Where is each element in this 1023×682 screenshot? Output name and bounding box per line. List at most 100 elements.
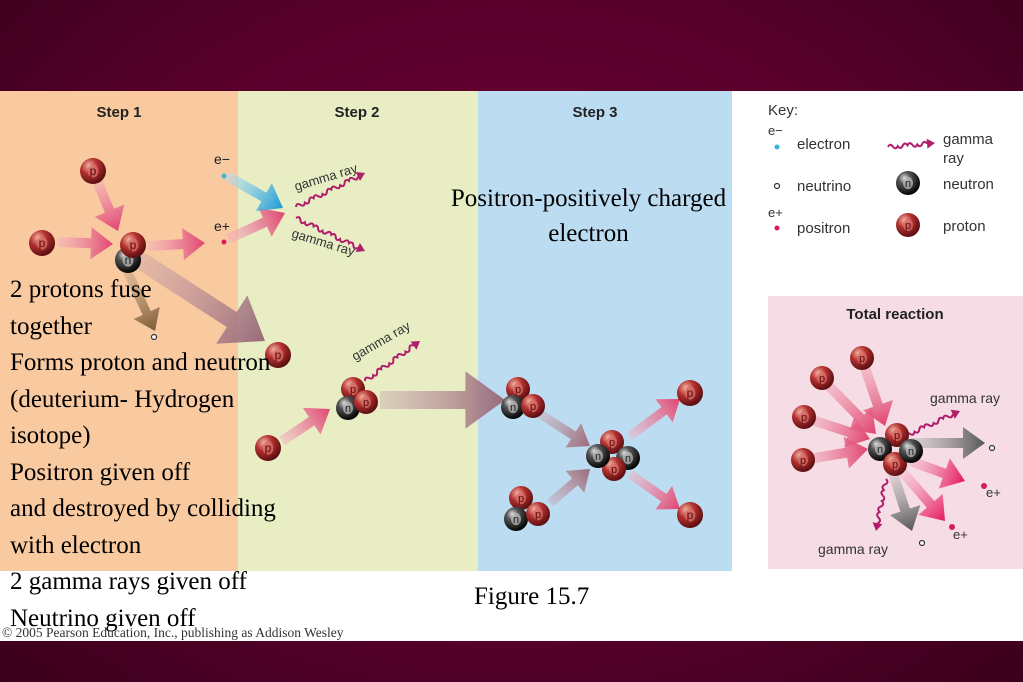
proton-particle: p <box>677 380 703 406</box>
caption-line: Positron given off <box>10 458 191 486</box>
flow-arrow <box>896 465 945 521</box>
neutrino-dot <box>918 539 926 547</box>
svg-text:p: p <box>894 430 900 442</box>
svg-text:p: p <box>819 373 825 385</box>
neutron-particle: n <box>586 444 610 468</box>
key-positron-symbol: e+ <box>768 205 783 220</box>
key-neutron-label: neutron <box>943 176 994 193</box>
proton-particle: p <box>509 486 533 510</box>
svg-text:p: p <box>687 508 694 522</box>
caption-line: 2 gamma rays given off <box>10 568 247 595</box>
svg-text:p: p <box>39 236 46 250</box>
svg-text:p: p <box>265 441 272 455</box>
key-neutrino-dot <box>773 182 781 190</box>
svg-text:n: n <box>345 403 351 415</box>
caption-text: 2 protons fuse together Forms proton and… <box>10 272 340 637</box>
proton-particle: p <box>354 390 378 414</box>
proton-particle: p <box>792 405 816 429</box>
key-electron-label: electron <box>797 136 850 153</box>
neutron-particle: n <box>896 171 920 195</box>
gamma-ray-squiggle <box>904 409 960 437</box>
proton-particle: p <box>896 213 920 237</box>
proton-particle: p <box>521 394 545 418</box>
caption-line: 2 protons fuse <box>10 276 152 303</box>
step3-header: Step 3 <box>572 104 617 121</box>
flow-arrow <box>627 470 681 510</box>
proton-particle: p <box>885 423 909 447</box>
neutron-particle: n <box>899 439 923 463</box>
proton-particle: p <box>850 346 874 370</box>
svg-text:n: n <box>510 402 516 414</box>
key-positron-dot <box>774 225 780 231</box>
positron-dot <box>981 483 987 489</box>
flow-arrow <box>224 171 284 211</box>
e-minus-label: e− <box>214 151 230 167</box>
proton-particle: p <box>602 457 626 481</box>
svg-text:p: p <box>130 238 137 252</box>
flow-arrow <box>627 398 681 440</box>
positron-dot <box>949 524 955 530</box>
positron-note: Positron-positively charged electron <box>416 181 761 251</box>
key-gamma-label-1: gamma <box>943 131 994 148</box>
flow-arrow <box>380 371 505 429</box>
svg-text:n: n <box>905 178 911 190</box>
e-plus-label: e+ <box>214 218 230 234</box>
flow-arrow <box>90 174 125 231</box>
svg-text:n: n <box>625 453 631 465</box>
svg-text:p: p <box>535 509 541 521</box>
flow-arrow <box>225 207 285 244</box>
neutron-particle: n <box>868 437 892 461</box>
figure-label: Figure 15.7 <box>474 583 590 610</box>
caption-line: (deuterium- Hydrogen <box>10 385 235 413</box>
step1-panel <box>0 91 238 571</box>
svg-text:p: p <box>905 220 911 232</box>
proton-particle: p <box>526 502 550 526</box>
positron-dot <box>221 239 227 245</box>
svg-text:p: p <box>515 384 521 396</box>
flow-arrow <box>888 471 921 532</box>
proton-particle: p <box>506 377 530 401</box>
total-gamma-label-1: gamma ray <box>930 390 1000 406</box>
proton-particle: p <box>80 158 106 184</box>
proton-particle: p <box>120 232 146 258</box>
caption-line: Neutrino given off <box>10 604 196 632</box>
key-positron-label: positron <box>797 220 850 237</box>
total-gamma-label-2: gamma ray <box>818 541 888 557</box>
gamma-ray-squiggle <box>363 340 421 382</box>
gamma-ray-squiggle <box>872 478 889 531</box>
proton-particle: p <box>677 502 703 528</box>
key-electron-symbol: e− <box>768 123 783 138</box>
caption-line: together <box>10 312 92 340</box>
step2-header: Step 2 <box>334 104 379 121</box>
flow-arrow <box>147 228 206 261</box>
svg-text:p: p <box>90 164 97 178</box>
svg-text:p: p <box>609 437 615 449</box>
svg-text:n: n <box>595 451 601 463</box>
svg-text:p: p <box>687 386 694 400</box>
svg-text:p: p <box>275 348 282 362</box>
caption-line: isotope) <box>10 422 91 449</box>
flow-arrow <box>537 410 591 448</box>
svg-text:p: p <box>892 459 898 471</box>
flow-arrow <box>133 251 265 344</box>
gamma-ray-squiggle <box>295 216 366 253</box>
svg-text:n: n <box>877 444 883 456</box>
svg-text:p: p <box>801 412 807 424</box>
key-gamma-icon <box>887 138 935 150</box>
proton-particle: p <box>883 452 907 476</box>
key-gamma-label-2: ray <box>943 150 964 167</box>
positron-note-line-2: electron <box>548 220 629 247</box>
neutrino-dot <box>988 444 996 452</box>
svg-text:p: p <box>859 353 865 365</box>
neutron-particle: n <box>501 395 525 419</box>
svg-text:p: p <box>518 493 524 505</box>
caption-line: Forms proton and neutron <box>10 349 271 376</box>
total-e-plus-1: e+ <box>986 485 1001 500</box>
positron-note-line-1: Positron-positively charged <box>450 185 727 212</box>
flow-arrow <box>802 436 869 469</box>
svg-text:p: p <box>800 455 806 467</box>
caption-line: with electron <box>10 531 142 559</box>
svg-text:p: p <box>530 401 536 413</box>
neutrino-dot <box>150 333 158 341</box>
